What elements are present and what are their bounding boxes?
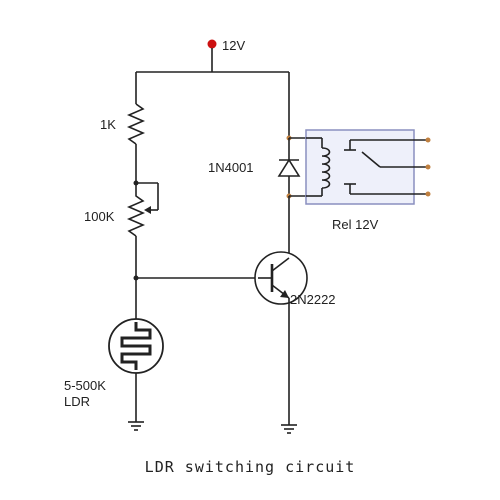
resistor-1k bbox=[126, 72, 146, 183]
supply-terminal bbox=[207, 39, 217, 72]
ground-symbol-left bbox=[128, 421, 144, 431]
ldr-label-value: 5-500K bbox=[64, 378, 106, 393]
base-wire bbox=[133, 275, 258, 281]
ldr-label-name: LDR bbox=[64, 394, 90, 409]
ground-symbol-right bbox=[281, 424, 297, 434]
transistor-label: 2N2222 bbox=[290, 292, 336, 307]
relay-12v bbox=[289, 129, 428, 205]
transistor-2n2222 bbox=[254, 251, 308, 425]
diode-label: 1N4001 bbox=[208, 160, 254, 175]
relay-label: Rel 12V bbox=[332, 217, 379, 232]
resistor-1k-label: 1K bbox=[100, 117, 116, 132]
potentiometer-label: 100K bbox=[84, 209, 115, 224]
potentiometer-100k bbox=[126, 180, 159, 320]
relay-terminals bbox=[425, 137, 431, 197]
supply-label: 12V bbox=[222, 38, 245, 53]
ldr-sensor bbox=[108, 318, 164, 422]
diode-1n4001 bbox=[277, 135, 301, 199]
diagram-caption: LDR switching circuit bbox=[144, 458, 356, 476]
